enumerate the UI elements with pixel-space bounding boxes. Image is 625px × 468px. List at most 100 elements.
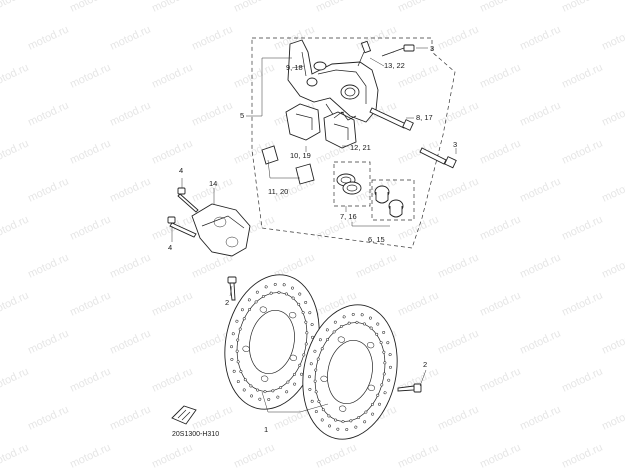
disc-hole: [369, 326, 373, 330]
callout-13-22: 13, 22: [384, 61, 405, 70]
disc-hole: [308, 375, 311, 379]
disc-bolt-right: [397, 383, 422, 393]
disc-hole: [263, 390, 267, 394]
watermark-text: motod.ru: [396, 289, 440, 318]
callout-10-19: 10, 19: [290, 151, 311, 160]
watermark-text: motod.ru: [436, 251, 480, 280]
disc-hole: [243, 378, 247, 382]
watermark-text: motod.ru: [150, 365, 194, 394]
disc-hole: [291, 296, 295, 300]
disc-hole: [308, 387, 312, 391]
watermark-text: motod.ru: [68, 213, 112, 242]
watermark-text: motod.ru: [26, 251, 70, 280]
watermark-text: motod.ru: [478, 365, 522, 394]
disc-hole: [333, 320, 337, 324]
disc-hole: [292, 373, 296, 376]
disc-hole: [386, 341, 390, 345]
watermark-text: motod.ru: [478, 213, 522, 242]
disc-hole: [242, 388, 246, 392]
disc-rivet: [338, 405, 347, 412]
watermark-text: motod.ru: [436, 327, 480, 356]
callout-8-17: 8, 17: [416, 113, 433, 122]
watermark-text: motod.ru: [108, 23, 152, 52]
disc-hole: [320, 347, 324, 351]
disc-hole: [249, 384, 253, 388]
disc-hole: [286, 380, 290, 384]
callout-2-right: 2: [423, 360, 427, 369]
disc-hole: [256, 388, 260, 392]
disc-hole: [235, 319, 239, 323]
watermark-text: motod.ru: [150, 289, 194, 318]
disc-hole: [297, 302, 301, 306]
disc-hole: [313, 349, 317, 353]
watermark-text: motod.ru: [478, 137, 522, 166]
disc-hole: [314, 368, 318, 372]
disc-hole: [238, 327, 242, 331]
disc-hole: [284, 292, 288, 296]
watermark-text: motod.ru: [232, 61, 276, 90]
disc-hole: [285, 390, 289, 394]
disc-hole: [273, 282, 277, 286]
disc-hole: [310, 323, 314, 327]
watermark-text: motod.ru: [478, 0, 522, 15]
disc-hole: [254, 300, 258, 304]
disc-hole: [370, 403, 374, 406]
disc-hole: [389, 365, 392, 369]
watermark-text: motod.ru: [68, 365, 112, 394]
disc-hole: [362, 322, 366, 326]
disc-hole: [239, 370, 243, 373]
disc-hole: [276, 395, 280, 399]
disc-hole: [379, 341, 383, 344]
disc-hole: [321, 408, 325, 412]
watermark-text: motod.ru: [0, 213, 31, 242]
watermark-text: motod.ru: [600, 403, 625, 432]
watermark-text: motod.ru: [0, 441, 31, 468]
disc-hole: [258, 397, 262, 401]
disc-hole: [236, 380, 240, 384]
disc-hole: [298, 363, 302, 367]
watermark-text: motod.ru: [108, 403, 152, 432]
disc-hole: [363, 420, 367, 424]
disc-rivet: [242, 345, 250, 352]
watermark-text: motod.ru: [478, 289, 522, 318]
disc-hole: [339, 324, 343, 328]
watermark-text: motod.ru: [518, 251, 562, 280]
watermark-text: motod.ru: [232, 0, 276, 15]
watermark-text: motod.ru: [396, 213, 440, 242]
disc-hole: [304, 342, 308, 346]
watermark-text: motod.ru: [68, 61, 112, 90]
disc-hole: [314, 390, 318, 394]
watermark-text: motod.ru: [232, 441, 276, 468]
disc-hole: [325, 328, 329, 332]
caliper-assembly-outline: [251, 37, 456, 249]
disc-hole: [230, 357, 234, 361]
disc-hole: [282, 283, 286, 287]
disc-rivet: [367, 384, 375, 391]
disc-hole: [298, 292, 302, 296]
disc-hole: [357, 416, 361, 420]
disc-hole: [269, 291, 273, 295]
bolt-4: [167, 187, 199, 238]
watermark-text: motod.ru: [26, 403, 70, 432]
disc-hole: [351, 312, 355, 316]
disc-hole: [342, 315, 346, 319]
disc-hole: [341, 420, 345, 424]
disc-hole: [267, 398, 271, 402]
watermark-text: motod.ru: [150, 61, 194, 90]
watermark-text: motod.ru: [68, 441, 112, 468]
disc-hole: [314, 410, 318, 414]
watermark-text: motod.ru: [0, 289, 31, 318]
watermark-text: motod.ru: [436, 23, 480, 52]
watermark-text: motod.ru: [314, 0, 358, 15]
disc-rivet: [367, 342, 375, 349]
disc-hole: [304, 320, 308, 324]
watermark-text: motod.ru: [478, 441, 522, 468]
disc-hole: [378, 402, 381, 406]
watermark-text: motod.ru: [0, 61, 31, 90]
caliper-pistons: [371, 179, 415, 221]
watermark-text: motod.ru: [0, 137, 31, 166]
watermark-text: motod.ru: [0, 365, 31, 394]
disc-hole: [279, 386, 283, 390]
watermark-text: motod.ru: [518, 327, 562, 356]
disc-hole: [261, 294, 265, 298]
